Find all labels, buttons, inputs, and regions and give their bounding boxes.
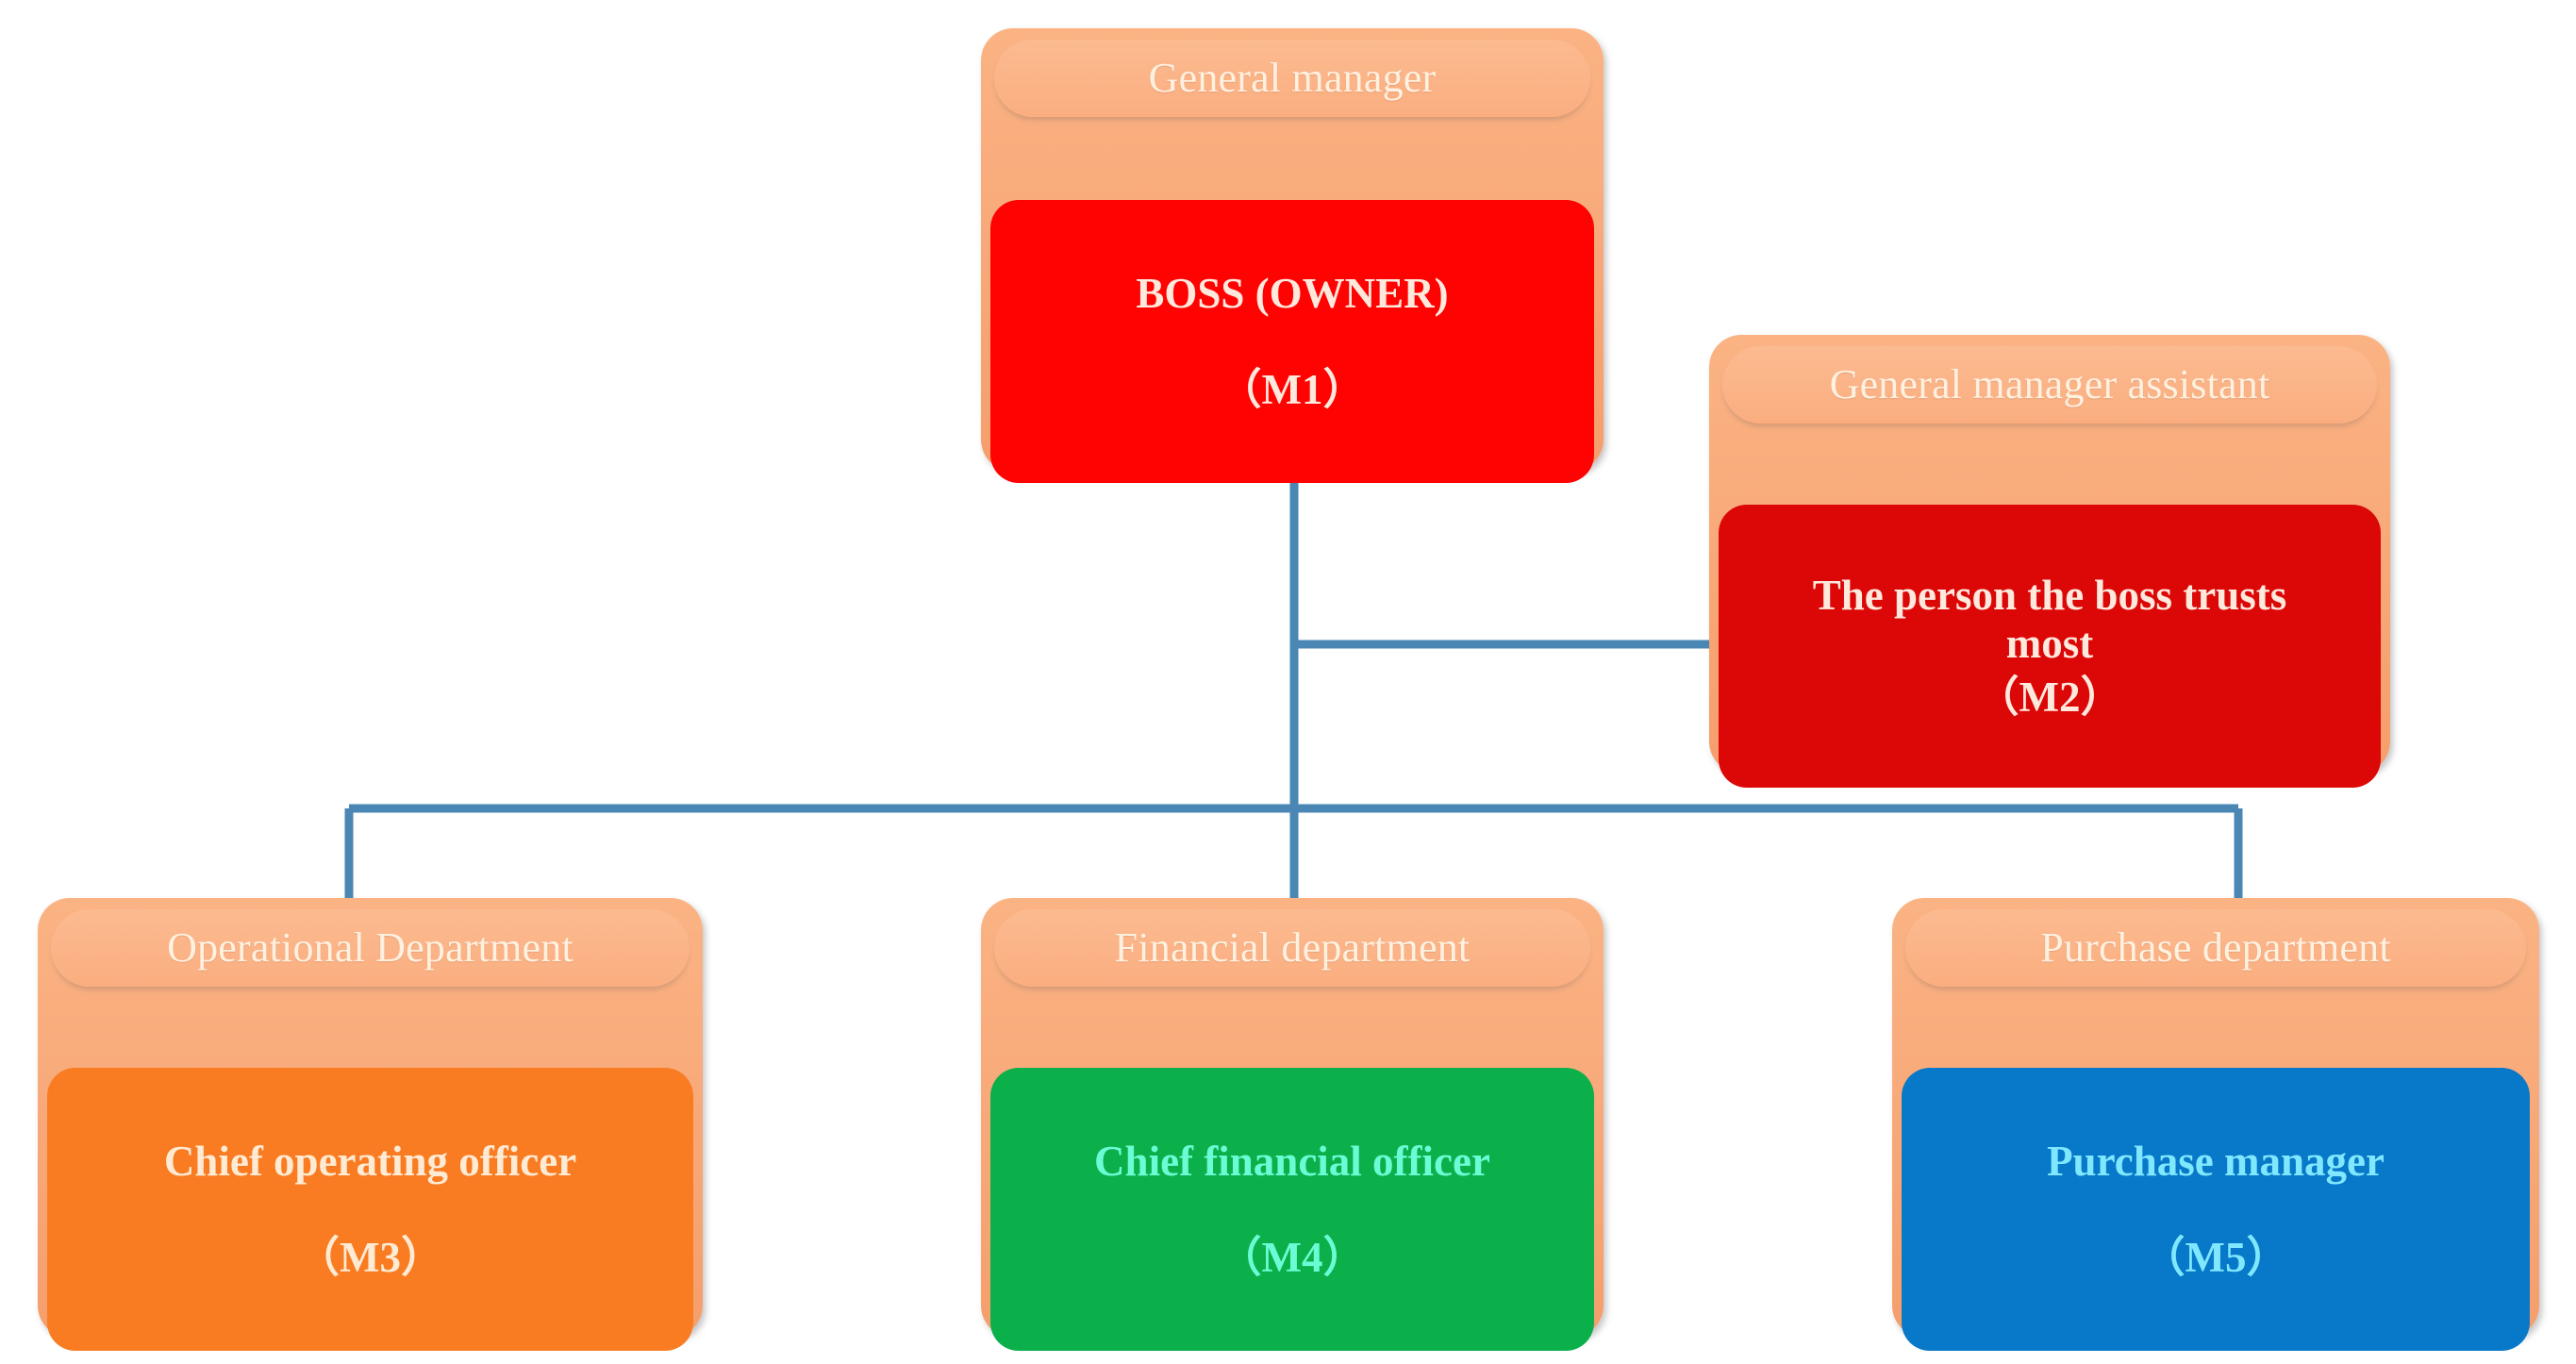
org-node-m3[interactable]: Operational Department Chief operating o…	[38, 898, 703, 1351]
org-node-m4-header: Financial department	[994, 909, 1590, 987]
org-node-m5-header: Purchase department	[1905, 909, 2526, 987]
org-node-m3-title: Chief operating officer	[163, 1137, 577, 1185]
org-node-m1-title: BOSS (OWNER)	[1136, 269, 1449, 317]
org-node-m1-code: （M1）	[1219, 365, 1366, 413]
org-node-m2[interactable]: General manager assistant The person the…	[1709, 335, 2390, 788]
org-node-m2-header: General manager assistant	[1722, 346, 2377, 424]
org-node-m5-code: （M5）	[2142, 1233, 2289, 1281]
org-node-m1-body: BOSS (OWNER) （M1）	[990, 200, 1594, 483]
org-node-m5-body: Purchase manager （M5）	[1902, 1068, 2530, 1351]
org-node-m3-body: Chief operating officer （M3）	[47, 1068, 693, 1351]
org-node-m4-title: Chief financial officer	[1094, 1137, 1490, 1185]
org-node-m5-title: Purchase manager	[2047, 1137, 2385, 1185]
org-node-m1-header-label: General manager	[1148, 55, 1437, 101]
org-node-m4-code: （M4）	[1219, 1233, 1366, 1281]
org-node-m3-header-label: Operational Department	[167, 924, 573, 971]
org-node-m3-header: Operational Department	[51, 909, 690, 987]
org-node-m4-body: Chief financial officer （M4）	[990, 1068, 1594, 1351]
org-node-m3-code: （M3）	[297, 1233, 443, 1281]
org-node-m5[interactable]: Purchase department Purchase manager （M5…	[1892, 898, 2539, 1351]
org-node-m2-body: The person the boss trusts most （M2）	[1719, 505, 2381, 788]
org-node-m2-code: （M2）	[1976, 673, 2123, 721]
org-node-m4-header-label: Financial department	[1114, 924, 1471, 971]
org-node-m5-header-label: Purchase department	[2040, 924, 2391, 971]
org-node-m1[interactable]: General manager BOSS (OWNER) （M1）	[981, 28, 1604, 483]
org-node-m1-header: General manager	[994, 40, 1590, 117]
org-node-m4[interactable]: Financial department Chief financial off…	[981, 898, 1604, 1351]
org-node-m2-title: The person the boss trusts most	[1812, 571, 2287, 668]
org-node-m2-header-label: General manager assistant	[1829, 361, 2270, 408]
